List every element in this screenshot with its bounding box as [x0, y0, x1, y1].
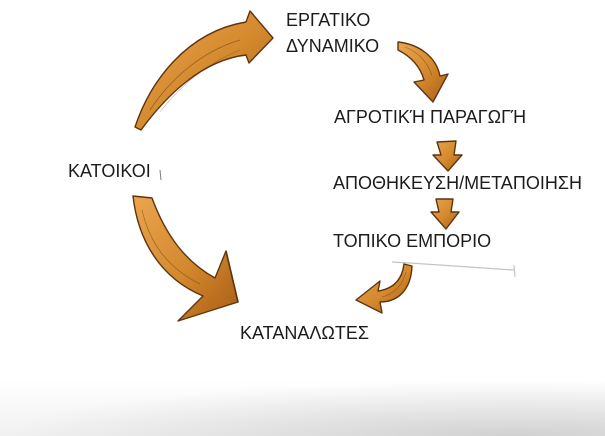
arrows-group [132, 10, 463, 322]
arrow-labor-to-agri [397, 41, 449, 103]
node-storage-processing: ΑΠΟΘΗΚΕΥΣΗ/ΜΕΤΑΠΟΙΗΣΗ [333, 173, 582, 193]
node-labor-force-line1: ΕΡΓΑΤΙΚΟ [286, 10, 371, 30]
pen-mark [159, 169, 162, 181]
sketch-line [391, 261, 516, 278]
node-consumers: ΚΑΤΑΝΑΛΩΤΕΣ [240, 323, 369, 343]
arrow-agri-to-storage [432, 140, 463, 172]
arrow-residents-to-labor [134, 10, 274, 131]
arrow-trade-to-consumers [355, 263, 413, 314]
node-local-trade: ΤΟΠΙΚΟ ΕΜΠΟΡΙΟ [333, 231, 492, 251]
arrow-storage-to-trade [430, 198, 460, 230]
node-labor-force-line2: ΔΥΝΑΜΙΚΟ [286, 36, 380, 56]
paper-texture [0, 380, 605, 436]
node-residents: ΚΑΤΟΙΚΟΙ [68, 161, 151, 181]
arrow-residents-to-consumers [132, 195, 239, 322]
node-agricultural-production: ΑΓΡΟΤΙΚΉ ΠΑΡΑΓΩΓΉ [334, 107, 527, 127]
